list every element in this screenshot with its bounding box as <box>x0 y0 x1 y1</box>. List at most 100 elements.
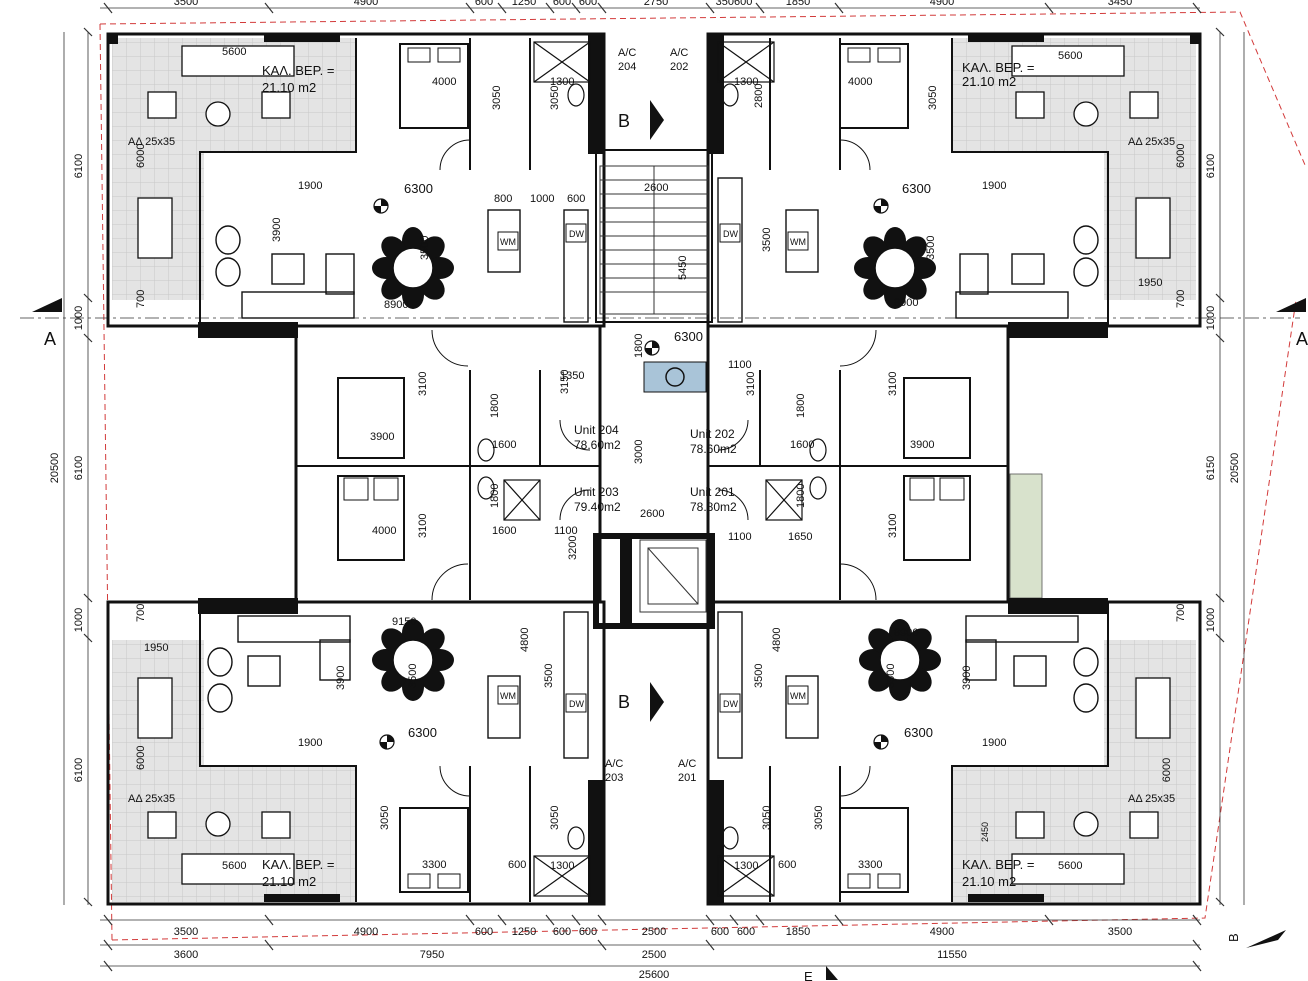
dimension-lines <box>20 2 1300 972</box>
top-dim: 1250 <box>512 0 536 8</box>
dim-3500: 3500 <box>885 664 897 688</box>
accessible-parking-icon <box>643 361 707 393</box>
ac-number-tr: 202 <box>670 61 688 73</box>
unit-202-name: Unit 202 <box>690 427 735 441</box>
dim-1350: 1350 <box>560 370 584 382</box>
interior-dimensions: 5600 5600 5600 5600 1300 1300 1300 1300 … <box>135 46 1187 872</box>
bottom-dim: 600 <box>711 926 729 938</box>
drain-label-tl: ΑΔ 25x35 <box>128 136 175 148</box>
left-dim: 1000 <box>73 608 85 632</box>
property-boundary <box>99 11 1306 941</box>
ac-number-bl: 203 <box>605 772 623 784</box>
dim-1900: 1900 <box>298 737 322 749</box>
dim-3100: 3100 <box>745 372 757 396</box>
ac-number-tl: 204 <box>618 61 636 73</box>
veranda-label-tr: ΚΑΛ. ΒΕΡ. = <box>962 60 1034 75</box>
bottom-dim: 4900 <box>354 926 378 938</box>
dim-1950: 1950 <box>1138 277 1162 289</box>
washer-label: WM <box>790 237 806 247</box>
veranda-area-br: 21.10 m2 <box>962 874 1016 889</box>
dim-3100: 3100 <box>887 372 899 396</box>
dim-6300: 6300 <box>404 181 433 196</box>
left-dimensions: 6100 1000 6100 1000 6100 20500 <box>49 154 85 782</box>
right-dimensions: 6100 1000 6150 1000 6000 20500 <box>1161 154 1241 782</box>
drain-label-bl: ΑΔ 25x35 <box>128 793 175 805</box>
left-total: 20500 <box>49 453 61 484</box>
left-dim: 6100 <box>73 758 85 782</box>
dim-3100: 3100 <box>887 514 899 538</box>
dim-5600: 5600 <box>1058 50 1082 62</box>
dim-3500: 3500 <box>753 664 765 688</box>
dim-5450: 5450 <box>677 256 689 280</box>
dim-5600: 5600 <box>1058 860 1082 872</box>
dishwasher-label: DW <box>723 699 738 709</box>
top-dim: 1850 <box>786 0 810 8</box>
dim-8900: 8900 <box>894 297 918 309</box>
dim-1300: 1300 <box>550 76 574 88</box>
right-dim: 1000 <box>1205 306 1217 330</box>
appliances <box>497 223 809 713</box>
right-total: 20500 <box>1229 453 1241 484</box>
top-dim: 3500 <box>174 0 198 8</box>
dim-4000: 4000 <box>372 525 396 537</box>
dim-3500: 3500 <box>543 664 555 688</box>
dim-8900: 8900 <box>894 627 918 639</box>
section-b-bottom: B <box>618 692 630 712</box>
dim-2800: 2800 <box>753 84 765 108</box>
dim-3050: 3050 <box>761 806 773 830</box>
dim-6000: 6000 <box>1175 144 1187 168</box>
dim-6300: 6300 <box>904 725 933 740</box>
section-labels: A A B B B E <box>44 111 1308 981</box>
dim-4000: 4000 <box>848 76 872 88</box>
dim-1100: 1100 <box>554 525 578 537</box>
dim-3050: 3050 <box>927 86 939 110</box>
top-dim: 4900 <box>354 0 378 8</box>
top-dim: 4900 <box>930 0 954 8</box>
dim-3150: 3150 <box>559 370 571 394</box>
bottom-dim: 2500 <box>642 926 666 938</box>
right-dim: 6150 <box>1205 456 1217 480</box>
top-dim: 600 <box>553 0 571 8</box>
dim-1100: 1100 <box>728 359 752 371</box>
dim-5600: 5600 <box>222 860 246 872</box>
dim-2600: 2600 <box>644 182 668 194</box>
bottom-dim-row2: 11550 <box>937 949 967 961</box>
dim-1000: 1000 <box>530 193 554 205</box>
dim-6300: 6300 <box>408 725 437 740</box>
veranda-area-tl: 21.10 m2 <box>262 80 316 95</box>
dim-600: 600 <box>778 859 796 871</box>
right-dim: 1000 <box>1205 608 1217 632</box>
dim-1800: 1800 <box>633 334 645 358</box>
dim-3100: 3100 <box>417 514 429 538</box>
dim-4000: 4000 <box>432 76 456 88</box>
dishwasher-label: DW <box>569 699 584 709</box>
bottom-dim-row2: 2500 <box>642 949 666 961</box>
pillows <box>343 47 965 889</box>
top-dim: 3450 <box>1108 0 1132 8</box>
bottom-dim: 600 <box>579 926 597 938</box>
dishwasher-label: DW <box>723 229 738 239</box>
bottom-dim: 1850 <box>786 926 810 938</box>
section-b-top: B <box>618 111 630 131</box>
dim-3500: 3500 <box>925 236 937 260</box>
dim-3050: 3050 <box>379 806 391 830</box>
dim-3900: 3900 <box>910 439 934 451</box>
dim-3900: 3900 <box>370 431 394 443</box>
bottom-dim: 4900 <box>930 926 954 938</box>
ac-prefix-tr: A/C <box>670 47 688 59</box>
dim-700: 700 <box>1175 290 1187 308</box>
ac-labels: A/C 204 A/C 202 A/C 203 A/C 201 <box>605 47 696 784</box>
dim-3050: 3050 <box>549 806 561 830</box>
dim-1100: 1100 <box>728 531 752 543</box>
unit-203-area: 79.40m2 <box>574 500 621 514</box>
ac-prefix-bl: A/C <box>605 758 623 770</box>
unit-203-name: Unit 203 <box>574 485 619 499</box>
dim-600: 600 <box>508 859 526 871</box>
drain-labels: ΑΔ 25x35 ΑΔ 25x35 ΑΔ 25x35 ΑΔ 25x35 <box>128 136 1175 805</box>
dim-3900: 3900 <box>961 666 973 690</box>
dim-9150: 9150 <box>392 616 416 628</box>
unit-204-name: Unit 204 <box>574 423 619 437</box>
section-a-left: A <box>44 329 56 349</box>
staircase <box>599 165 709 613</box>
